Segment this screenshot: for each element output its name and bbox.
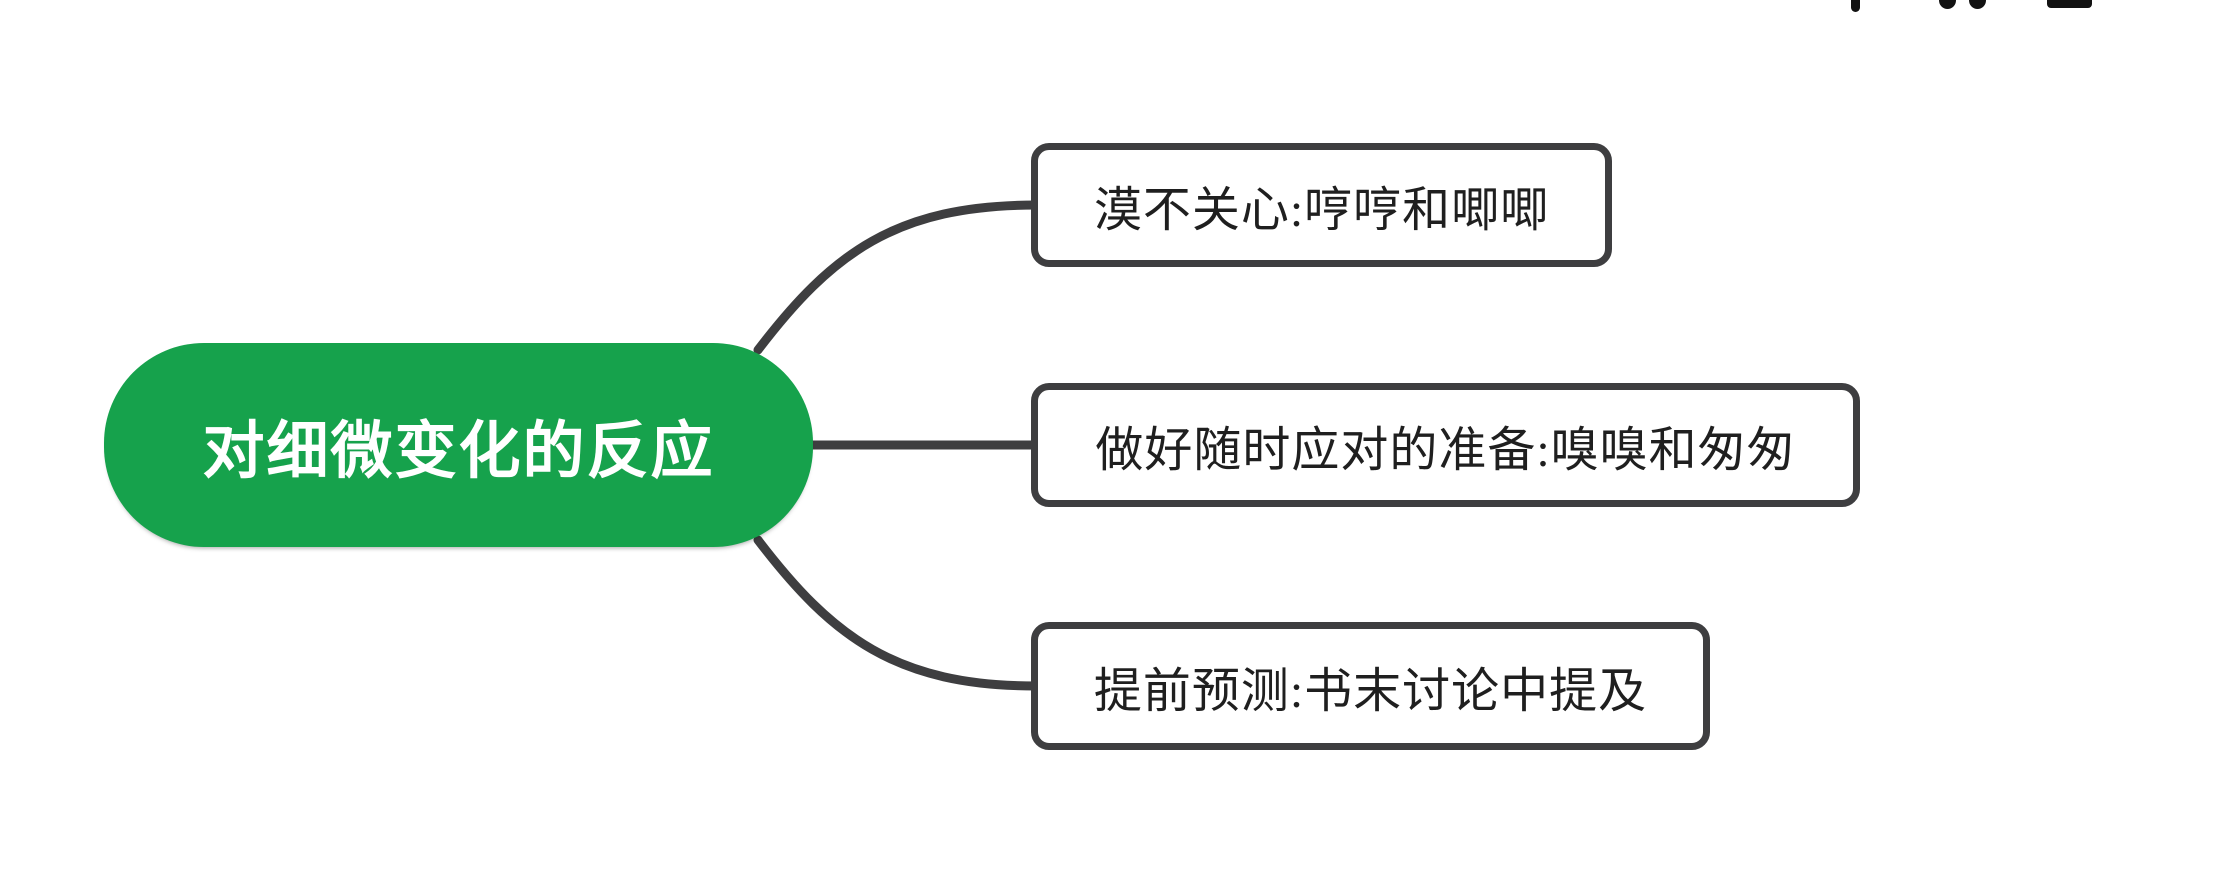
child-node-indifference[interactable]: 漠不关心:哼哼和唧唧 [1031, 143, 1612, 267]
cropped-character-fragment [1969, 0, 1986, 9]
branch-line-top [753, 200, 1041, 355]
branch-line-bottom [753, 535, 1041, 691]
root-topic-label: 对细微变化的反应 [202, 418, 715, 486]
child-node-predict-ahead[interactable]: 提前预测:书末讨论中提及 [1031, 622, 1710, 750]
root-topic-node[interactable]: 对细微变化的反应 [104, 343, 813, 547]
child-node-label: 漠不关心:哼哼和唧唧 [1093, 184, 1550, 237]
child-node-ready-to-respond[interactable]: 做好随时应对的准备:嗅嗅和匆匆 [1031, 383, 1860, 507]
cropped-character-fragment [1939, 0, 1956, 9]
cropped-character-fragment [1851, 0, 1860, 12]
cropped-character-fragment [2047, 0, 2092, 8]
child-node-label: 提前预测:书末讨论中提及 [1093, 665, 1648, 718]
child-node-label: 做好随时应对的准备:嗅嗅和匆匆 [1095, 424, 1796, 477]
